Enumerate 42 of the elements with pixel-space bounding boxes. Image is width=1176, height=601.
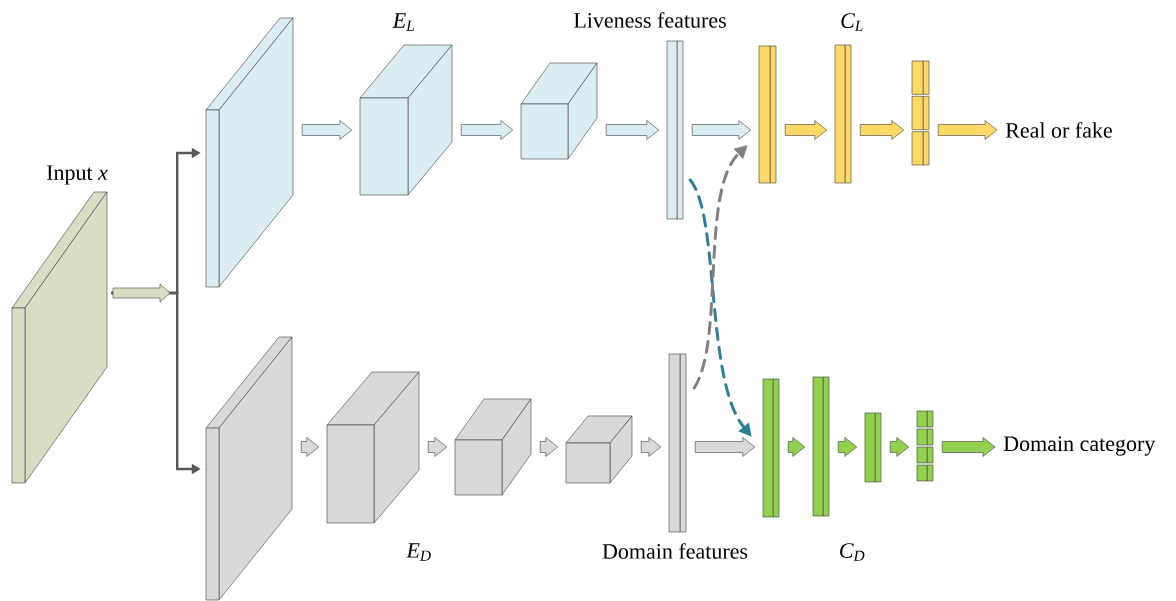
layer-bar	[758, 45, 777, 184]
slab	[205, 17, 294, 288]
block-arrow	[112, 283, 171, 303]
block-arrow	[539, 437, 559, 457]
slab	[11, 191, 108, 484]
block-arrow	[460, 120, 514, 140]
caption-label: Liveness features	[573, 12, 726, 28]
layer-bar	[812, 376, 830, 517]
caption-label: Domain features	[602, 543, 748, 559]
block-arrow	[694, 437, 756, 457]
module-label: C$_{L}$	[841, 13, 863, 31]
cuboid	[520, 62, 598, 160]
block-arrow	[784, 120, 828, 140]
stacked-cells	[916, 410, 934, 482]
module-label: C$_{D}$	[840, 543, 865, 561]
cuboid	[326, 371, 420, 524]
block-arrow	[889, 437, 910, 457]
cuboid	[565, 415, 633, 484]
output-label: Real or fake	[1005, 122, 1112, 138]
block-arrow	[300, 437, 320, 457]
block-arrow	[941, 437, 996, 457]
module-label: E$_{D}$	[406, 543, 431, 561]
layer-bar	[762, 378, 780, 518]
block-arrow	[787, 437, 806, 457]
layer-bar	[834, 44, 852, 184]
stacked-cells	[911, 60, 930, 166]
cuboid	[359, 44, 453, 196]
cuboid	[454, 398, 532, 496]
block-arrow	[301, 120, 353, 140]
layer-bar	[666, 40, 684, 220]
caption-label: Input x	[46, 165, 108, 185]
block-arrow	[937, 120, 998, 140]
block-arrow	[859, 120, 905, 140]
slab	[205, 336, 293, 601]
layer-bar	[864, 412, 882, 483]
layer-bar	[668, 353, 687, 533]
block-arrow	[605, 120, 660, 140]
output-label: Domain category	[1003, 436, 1156, 456]
block-arrow	[691, 120, 752, 140]
block-arrow	[640, 437, 662, 457]
block-arrow	[837, 437, 858, 457]
block-arrow	[427, 437, 448, 457]
